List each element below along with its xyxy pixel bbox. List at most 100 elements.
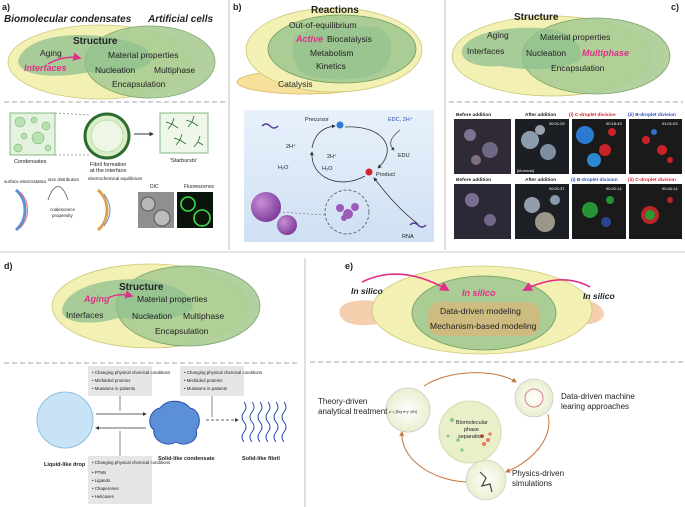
cycle-arc-3 [311,124,336,149]
droplet-large [251,192,281,222]
ts-6: 00:40:14 [662,186,678,191]
structure-label: Structure [119,282,164,293]
ml-circle [514,378,554,418]
biocatalysis-label: Biocatalysis [327,34,372,44]
precursor-label: Precursor [305,117,329,123]
box1-line: • Changing physical chemical conditions [92,370,171,375]
theory-driven: Theory-driven [318,397,367,406]
aging-label: Aging [487,30,509,40]
panel-letter: b) [233,2,242,12]
product-dot [365,168,373,176]
in-silico-right: In silico [583,291,615,301]
2h-label-a: 2H⁺ [286,143,296,150]
interfaces-label: Interfaces [467,46,504,56]
c-div-2: (ii) C-droplet division [628,177,676,183]
edc-label: EDC, 2H⁺ [388,116,413,123]
ts-1: 00:01:29 [549,121,565,126]
size-distribution-curve [47,186,69,201]
cycle-arc-1 [344,126,388,169]
multiphase-label: Multiphase [582,48,629,58]
aging-label: Aging [83,294,110,304]
ts-5: 00:20:14 [606,186,622,191]
conditions-box-3 [88,456,152,504]
condensates-label: Condensates [14,159,47,165]
panel-letter: e) [345,261,353,271]
dic-label: DIC [150,184,159,190]
data-driven-modeling: Data-driven modeling [440,306,521,316]
bio-title: Biomolecular condensates [4,14,132,25]
surface-arc [14,188,27,232]
reactions-blob [292,26,392,80]
catalysis-label: Catalysis [278,79,312,89]
box3-line: • Chaperones [92,486,119,491]
analytical-treatment: analytical treatment [318,407,388,416]
after-1: After addition [525,112,556,118]
theory-circle [385,387,431,433]
in-silico-left: In silico [351,286,383,296]
nucleation-label: Nucleation [132,311,172,321]
nucleation-label: Nucleation [526,48,566,58]
box2-line: • Changing physical chemical conditions [184,370,263,375]
solid-fibril-label: Solid-like fibril [242,456,280,462]
b-div-1: (ii) B-droplet division [628,112,676,118]
edu-label: EDU [398,153,410,159]
micro-5 [454,184,511,239]
box3-line: • Helicases [92,494,115,499]
cycle-arrow-3 [399,431,467,483]
edc-arrow [390,129,401,151]
box1-line: • Mutations in patients [92,386,136,391]
electrochemical-label: electrochemical equilibrium [88,176,143,181]
cycle-arrow-2 [505,413,550,473]
h2o-label-a: H₂O [278,165,289,171]
material-properties-label: Material properties [108,50,178,60]
in-silico-center: In silico [462,288,496,298]
before-2: Before addition [456,177,491,183]
h2o-label-b: H₂O [322,166,333,172]
panel-a: a) Biomolecular condensates Artificial c… [2,2,216,232]
panel-c: c) Structure Aging Interfaces Material p… [451,2,682,239]
zoom-line-1 [54,112,91,116]
panel-letter: a) [2,2,10,12]
rna-arrow [373,177,419,225]
structure-blob [18,35,152,76]
ts-4: 00:01:37 [549,186,565,191]
solid-fibril [241,401,287,443]
nucleation-label: Nucleation [95,65,135,75]
panel-letter: d) [4,261,13,271]
micro-1 [454,119,511,174]
cycle-arrow-1 [423,372,517,387]
before-1: Before addition [456,112,491,118]
b-div-2: (i) B-droplet division [571,177,618,183]
droplet-small [277,215,297,235]
box2-line: • Misfolded proteins [184,378,223,383]
panel-e: e) In silico In silico In silico Data-dr… [318,261,635,501]
metabolism-label: Metabolism [310,48,353,58]
droplet-zoom [324,189,370,235]
bio-phase-2: phase [464,427,479,433]
reaction-scheme-bg [244,110,434,242]
kinetics-label: Kinetics [316,61,346,71]
liquid-drop-label: Liquid-like drop [44,462,86,468]
bio-phase-1: Biomolecular [456,420,488,426]
structure-label: Structure [73,36,118,47]
interfaces-label: Interfaces [24,63,67,73]
coalescence-label: coalescence [50,207,76,212]
active-label: Active [295,34,323,44]
liquid-drop [36,391,94,449]
solid-condensate [149,400,200,445]
equation: z = ∫Dq e^{−βH} [388,409,418,414]
box1-line: • Misfolded proteins [92,378,131,383]
fibril-label: Fibril formation [90,162,126,168]
physics-line-1: Physics-driven [512,469,564,478]
micro-7 [572,184,626,239]
encapsulation-label: Encapsulation [551,63,605,73]
interfaces-arrow [47,52,82,65]
interface-label: at the interface [90,168,126,174]
cycle-arc-2 [309,151,366,183]
box3-line: • Changing physical chemical conditions [92,460,171,465]
out-of-eq-label: Out-of-equilibrium [289,20,357,30]
ml-line-1: Data-driven machine [561,392,635,401]
panel-letter: c) [671,2,679,12]
structure-blob [461,27,581,70]
multiphase-label: Multiphase [154,65,195,75]
